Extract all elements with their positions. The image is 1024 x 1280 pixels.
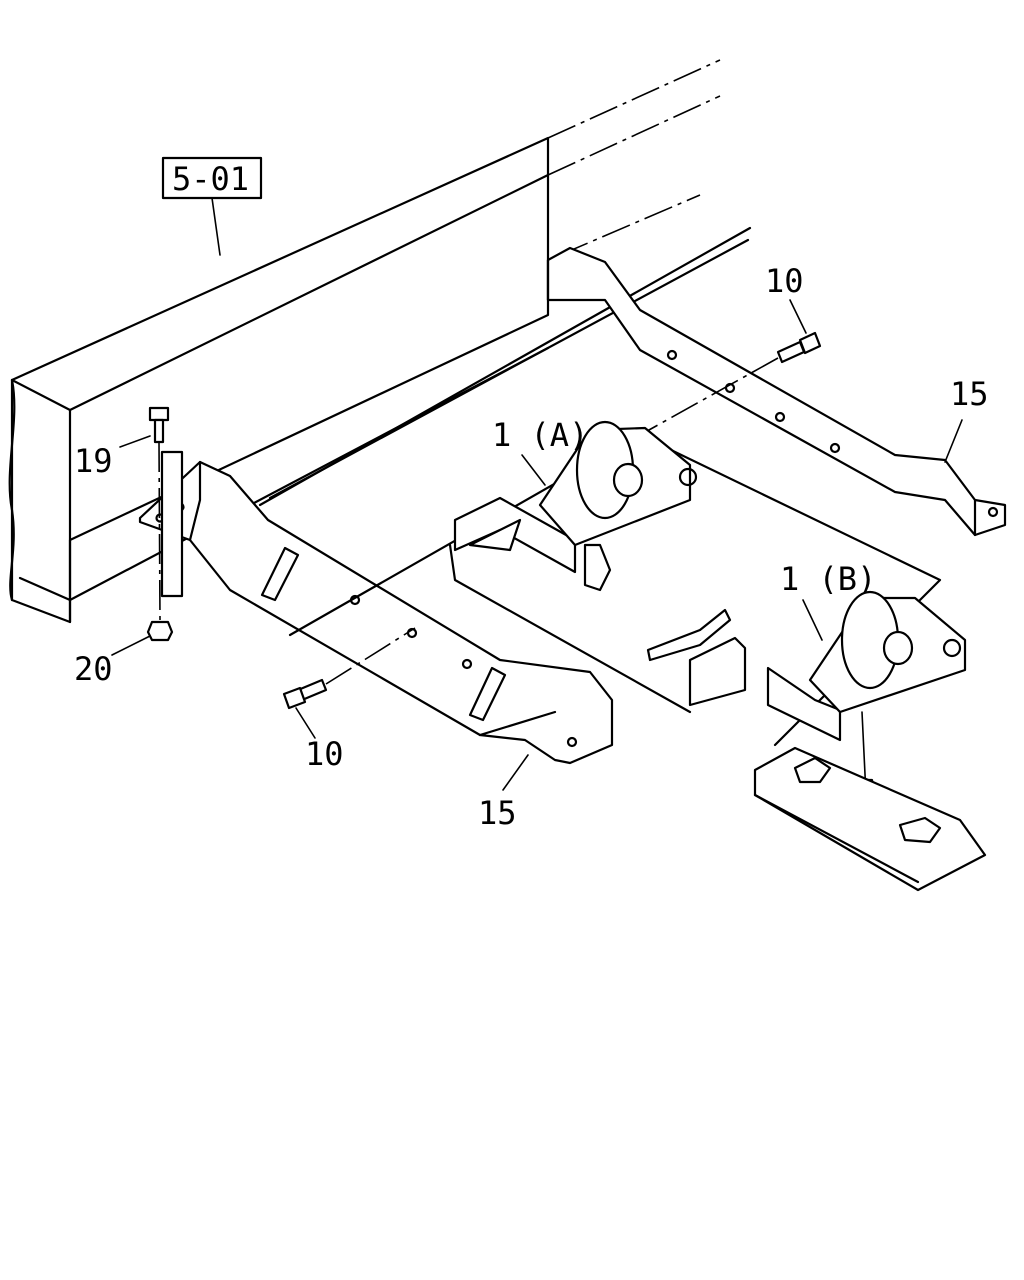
bolt-10-lower-axis (325, 627, 416, 685)
bolt-10-lower: 10 (282, 627, 416, 773)
frame-centerline-2 (547, 95, 721, 176)
retainer-plate-edge (753, 793, 920, 884)
bracket-left-hole-5 (461, 658, 473, 670)
far-frame-rail (258, 194, 752, 507)
bolt-10-upper-head (798, 331, 822, 355)
callout-19: 19 (74, 442, 113, 480)
crossmember-bracket-right (546, 246, 1007, 537)
retainer-plate-slot-1 (793, 756, 832, 784)
nut-20-body (146, 620, 174, 642)
bolt-10-upper: 10 (639, 262, 822, 436)
leader-1b (802, 599, 823, 641)
bolt-19-head (148, 406, 170, 422)
carrier-1a-lip (468, 518, 522, 552)
reference-box: 5-01 (161, 156, 263, 256)
bracket-right-hole-5 (987, 506, 999, 518)
leader-19 (119, 435, 151, 448)
carrier-1a-bolt (678, 467, 698, 487)
crossmember-bracket-left (138, 460, 614, 765)
callout-1b: 1 (B) (780, 560, 876, 598)
bolt-10-upper-axis (639, 357, 779, 436)
leader-10-lower (295, 707, 316, 739)
reference-box-label: 5-01 (172, 160, 249, 198)
far-rail-centerline (559, 194, 701, 256)
tire-retainer-plate (753, 746, 987, 892)
bracket-left-end (188, 460, 202, 542)
frame-rail (8, 59, 721, 624)
leader-20 (111, 635, 151, 656)
retainer-plate-slot-2 (898, 816, 942, 844)
leader-15-right (944, 419, 963, 463)
bolt-19: 19 (74, 406, 170, 621)
carrier-1a-hub (612, 462, 644, 498)
bolt-10-upper-shank (776, 340, 806, 364)
reference-leader (211, 197, 221, 256)
alignment-outline-2 (448, 543, 692, 714)
bracket-left-tab-1 (260, 546, 300, 602)
leader-15-lower (502, 754, 529, 791)
frame-rail-break-line (8, 378, 16, 602)
carrier-1b-bolt (942, 638, 962, 658)
bolt-10-lower-head (282, 686, 307, 710)
bracket-left-tab-2 (468, 666, 507, 722)
bracket-right-hole-1 (666, 349, 678, 361)
callout-1a: 1 (A) (492, 416, 588, 454)
callout-10-lower: 10 (305, 735, 344, 773)
bracket-right-hole-4 (829, 442, 841, 454)
far-rail-line-2 (268, 238, 750, 500)
carrier-1b: 1 (B) (766, 560, 967, 804)
leader-1a (521, 454, 546, 486)
carrier-1a-hook (583, 543, 612, 592)
callout-15-lower: 15 (478, 794, 517, 832)
bolt-19-shank (153, 418, 165, 444)
carrier-1b-base-plate (766, 666, 842, 742)
callout-15-right: 15 (950, 375, 989, 413)
spacer-plate (160, 450, 184, 598)
frame-centerline-1 (547, 59, 721, 139)
bracket-right-hole-3 (774, 411, 786, 423)
carrier-1a-channel (688, 636, 747, 707)
bracket-right-body (546, 246, 1007, 537)
bracket-left-foot-edge (478, 710, 557, 737)
retainer-plate-body (753, 746, 987, 892)
bracket-left-hole-6 (566, 736, 578, 748)
carrier-1a: 1 (A) (453, 416, 747, 707)
leader-10-upper (789, 299, 807, 334)
nut-20: 20 (74, 620, 174, 688)
callout-20: 20 (74, 650, 113, 688)
bolt-19-axis (158, 441, 161, 621)
callout-10-upper: 10 (765, 262, 804, 300)
carrier-1b-hub (882, 630, 914, 666)
carrier-1a-tab (646, 608, 732, 662)
